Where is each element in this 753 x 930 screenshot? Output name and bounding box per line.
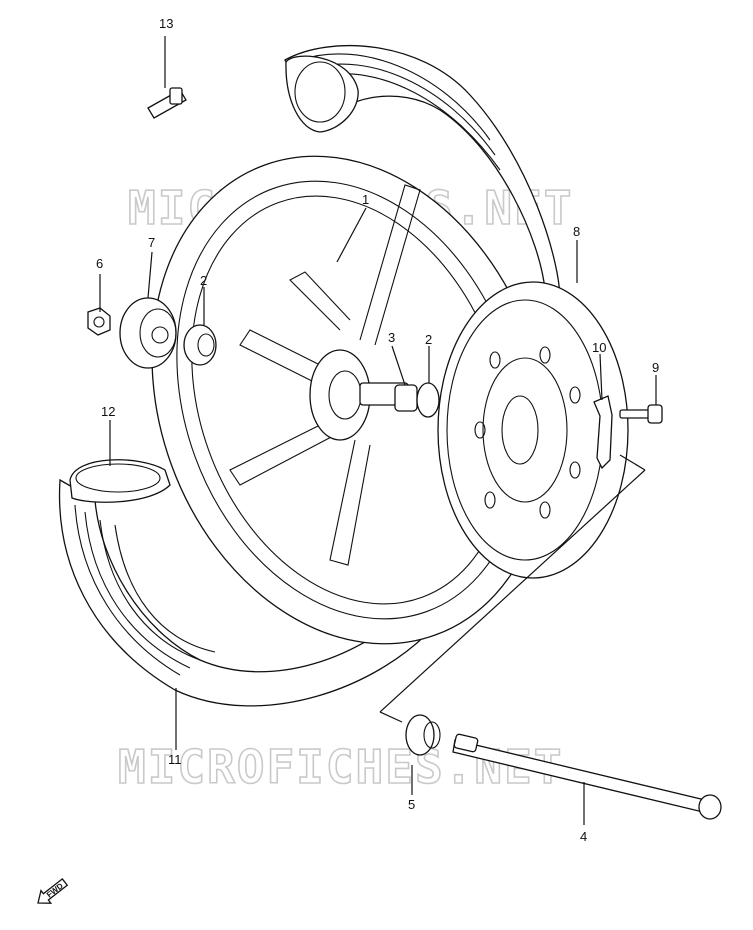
leader-lines (99, 36, 657, 825)
callout-9: 9 (652, 360, 659, 375)
nut-part (87, 307, 111, 336)
lock-washer (593, 395, 613, 470)
callout-13: 13 (159, 16, 173, 31)
callout-2-left: 2 (200, 273, 207, 288)
callout-2-right: 2 (425, 332, 432, 347)
callout-6: 6 (96, 256, 103, 271)
bearing-left (183, 324, 217, 366)
watermark-bottom: MICROFICHES.NET (118, 740, 563, 794)
forward-direction-marker: FWD (37, 878, 69, 904)
spacer-part (394, 384, 418, 412)
axle-part (452, 733, 722, 820)
callout-10: 10 (592, 340, 606, 355)
callout-7: 7 (148, 235, 155, 250)
callout-1: 1 (362, 192, 369, 207)
cap-part (119, 297, 177, 369)
valve-part (147, 87, 187, 119)
callout-12: 12 (101, 404, 115, 419)
assembly-guide-lines (379, 454, 646, 723)
bolt-part (619, 404, 663, 424)
callout-5: 5 (408, 797, 415, 812)
brake-disc (437, 281, 629, 579)
collar-part (405, 714, 441, 756)
callout-11: 11 (168, 752, 182, 767)
callout-3: 3 (388, 330, 395, 345)
bearing-right (416, 382, 440, 418)
callout-4: 4 (580, 829, 587, 844)
arrow-left-down-icon (37, 878, 69, 904)
inner-tube (69, 55, 359, 503)
callout-8: 8 (573, 224, 580, 239)
